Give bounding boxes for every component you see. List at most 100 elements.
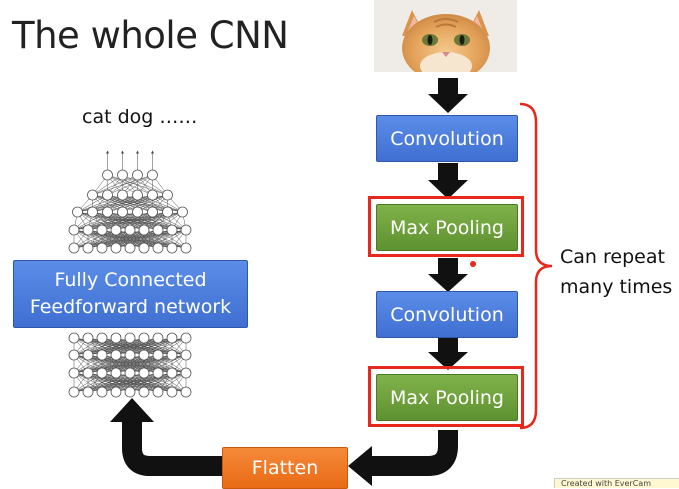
max-pooling-label-1: Max Pooling	[389, 216, 504, 239]
network-edge	[77, 211, 131, 231]
flatten-box: Flatten	[222, 447, 348, 489]
network-node	[147, 169, 158, 181]
network-edge	[73, 229, 131, 249]
network-node	[138, 367, 150, 379]
network-node	[68, 349, 80, 361]
network-node	[152, 386, 164, 398]
network-edge	[107, 211, 145, 231]
network-node	[117, 169, 128, 181]
network-edge	[122, 174, 153, 196]
network-edge	[73, 211, 108, 231]
flow-arrow-icon	[122, 420, 222, 476]
network-node	[152, 242, 164, 254]
page-title: The whole CNN	[12, 14, 289, 57]
network-edge	[73, 372, 131, 393]
network-node	[102, 169, 113, 181]
max-pooling-box-1: Max Pooling	[376, 204, 518, 251]
network-edge	[73, 372, 103, 393]
network-node	[68, 332, 80, 344]
network-edge	[77, 194, 138, 213]
network-edge	[129, 211, 183, 231]
network-node	[110, 367, 122, 379]
network-edge	[92, 174, 123, 196]
network-edge	[77, 211, 117, 231]
network-edge	[73, 354, 103, 374]
network-edge	[73, 211, 123, 231]
network-node	[162, 189, 173, 201]
max-pooling-highlight-1	[368, 196, 524, 257]
network-node	[96, 224, 108, 236]
convolution-label-1: Convolution	[390, 127, 504, 150]
network-node	[180, 332, 192, 344]
network-edge	[143, 229, 187, 249]
flow-arrow-icon	[110, 398, 154, 422]
repeat-line2: many times	[560, 276, 673, 298]
network-edge	[129, 354, 187, 374]
network-edge	[77, 194, 123, 213]
network-node	[110, 224, 122, 236]
network-node	[152, 349, 164, 361]
network-node	[96, 332, 108, 344]
network-node	[180, 386, 192, 398]
network-edge	[73, 337, 117, 356]
network-node	[82, 332, 94, 344]
neural-network-icon	[68, 150, 192, 398]
network-node	[166, 349, 178, 361]
network-edge	[92, 174, 138, 196]
network-edge	[73, 372, 117, 393]
network-node	[110, 386, 122, 398]
network-node	[124, 224, 136, 236]
convolution-box-2: Convolution	[376, 291, 518, 338]
network-edge	[73, 372, 187, 393]
network-node	[110, 332, 122, 344]
network-edge	[122, 211, 159, 231]
watermark: Created with EverCam	[554, 478, 679, 488]
network-edge	[143, 211, 183, 231]
repeat-annotation: Can repeat many times	[560, 242, 672, 302]
network-edge	[137, 211, 187, 231]
network-edge	[143, 337, 187, 356]
network-node	[152, 224, 164, 236]
network-node	[124, 332, 136, 344]
network-node	[110, 349, 122, 361]
cat-photo	[374, 0, 517, 72]
network-edge	[152, 211, 187, 231]
network-edge	[77, 194, 108, 213]
network-edge	[73, 354, 131, 374]
network-node	[96, 349, 108, 361]
fully-connected-box: Fully Connected Feedforward network	[13, 260, 248, 328]
network-node	[132, 206, 143, 218]
flow-arrow-icon	[372, 430, 458, 476]
network-edge	[92, 211, 131, 231]
network-edge	[73, 229, 117, 249]
network-node	[180, 367, 192, 379]
network-node	[68, 386, 80, 398]
convolution-label-2: Convolution	[390, 303, 504, 326]
network-node	[102, 206, 113, 218]
network-node	[124, 367, 136, 379]
network-edge	[73, 354, 187, 374]
network-edge	[107, 194, 168, 213]
network-edge	[73, 354, 117, 374]
network-node	[124, 349, 136, 361]
network-edge	[157, 354, 187, 374]
network-node	[147, 206, 158, 218]
convolution-box-1: Convolution	[376, 115, 518, 162]
network-node	[68, 242, 80, 254]
network-node	[132, 189, 143, 201]
network-node	[166, 332, 178, 344]
network-node	[82, 242, 94, 254]
fully-connected-line1: Fully Connected	[54, 269, 207, 291]
network-node	[166, 386, 178, 398]
network-node	[166, 224, 178, 236]
flatten-label: Flatten	[251, 457, 319, 479]
network-edge	[143, 354, 187, 374]
network-node	[124, 386, 136, 398]
network-edge	[107, 174, 153, 196]
network-edge	[122, 211, 173, 231]
network-node	[166, 367, 178, 379]
network-node	[180, 349, 192, 361]
curly-brace-icon	[519, 102, 553, 430]
network-node	[87, 189, 98, 201]
network-edge	[157, 337, 187, 356]
